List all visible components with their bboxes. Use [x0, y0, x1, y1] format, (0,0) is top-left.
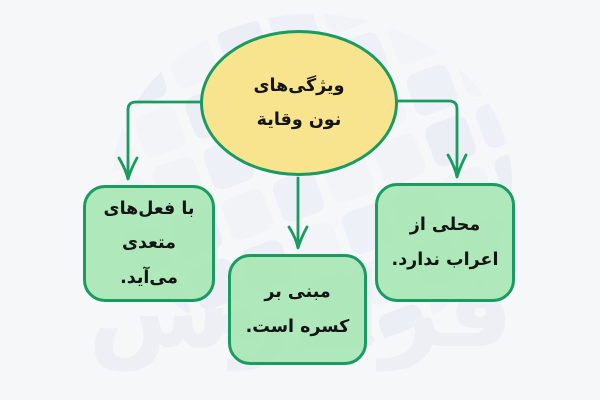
root-node-features-of-nun-wiqaya: ویژگی‌های نون وقایة: [200, 30, 398, 176]
right-node-line1: محلی از: [409, 215, 481, 236]
node-built-on-kasra: مبنی بر کسره است.: [228, 254, 367, 365]
left-node-line3: می‌آید.: [120, 267, 178, 288]
arrow-to-left-box: [126, 100, 202, 178]
root-node-line1: ویژگی‌های: [253, 75, 345, 96]
right-node-line2: اعراب ندارد.: [391, 249, 499, 270]
arrow-to-left-box-head: [117, 156, 139, 181]
left-node-line2: متعدی: [122, 233, 177, 254]
arrow-to-right-box-head: [446, 153, 468, 179]
middle-node-line1: مبنی بر: [264, 282, 331, 303]
root-node-line2: نون وقایة: [256, 110, 342, 130]
node-comes-with-transitive-verbs: با فعل‌های متعدی می‌آید.: [83, 185, 215, 302]
left-node-line1: با فعل‌های: [103, 199, 195, 220]
middle-node-line2: کسره است.: [245, 316, 350, 337]
arrow-to-right-box: [396, 99, 459, 176]
arrow-to-middle-box-head: [287, 225, 309, 250]
node-no-place-in-irab: محلی از اعراب ندارد.: [375, 183, 515, 302]
